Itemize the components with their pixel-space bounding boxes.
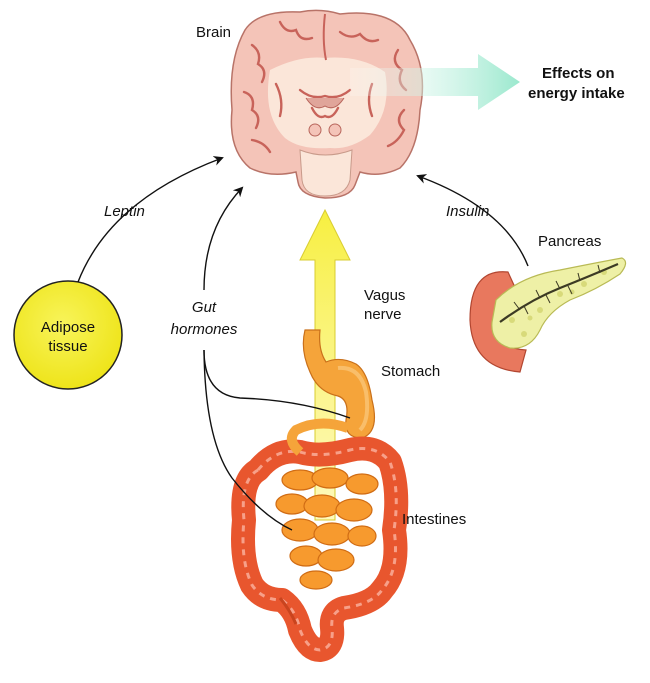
- gut-hormones-label-line2: hormones: [171, 321, 238, 338]
- intestines-label: Intestines: [402, 511, 466, 528]
- leptin-arrow: [77, 156, 224, 283]
- stomach-label: Stomach: [381, 363, 440, 380]
- adipose-label-line1: Adipose: [41, 319, 95, 336]
- intestines-illustration: [231, 418, 409, 662]
- brain-label: Brain: [196, 24, 231, 41]
- connector-arrows: [77, 156, 529, 531]
- pancreas-illustration: [469, 257, 627, 373]
- effects-arrow: [350, 54, 520, 110]
- gut-hormones-branch-intestines: [203, 349, 293, 531]
- insulin-label: Insulin: [446, 203, 489, 220]
- effects-label-line2: energy intake: [528, 85, 625, 102]
- brain-illustration: [230, 9, 424, 199]
- gut-hormones-branch-stomach: [203, 349, 351, 419]
- pancreas-label: Pancreas: [538, 233, 601, 250]
- vagus-label-line2: nerve: [364, 306, 402, 323]
- vagus-label-line1: Vagus: [364, 287, 405, 304]
- insulin-arrow: [416, 174, 529, 267]
- gut-hormones-arrow: [203, 186, 244, 291]
- adipose-label-line2: tissue: [48, 338, 87, 355]
- leptin-label: Leptin: [104, 203, 145, 220]
- adipose-tissue-node: [13, 280, 123, 390]
- effects-label-line1: Effects on: [542, 65, 615, 82]
- gut-hormones-label-line1: Gut: [192, 299, 217, 316]
